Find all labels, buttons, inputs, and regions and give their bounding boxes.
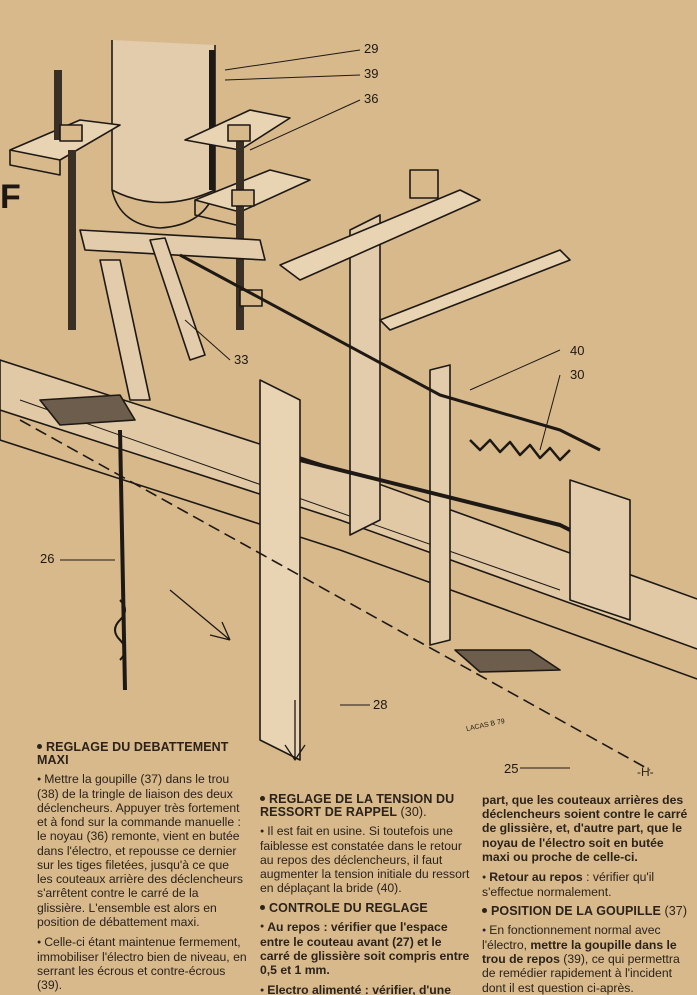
bullet-icon: ● [37, 938, 42, 946]
column-3: part, que les couteaux arrières des décl… [482, 793, 689, 995]
bullet-icon: ● [482, 926, 487, 934]
callout-40: 40 [570, 343, 585, 358]
bullet-icon: ● [260, 923, 265, 931]
bullet-icon: ● [260, 827, 265, 835]
heading-position-goupille: POSITION DE LA GOUPILLE (37) [482, 905, 689, 918]
paragraph-debattement-1: ●Mettre la goupille (37) dans le trou (3… [37, 772, 243, 929]
bullet-icon: ● [260, 986, 265, 994]
column-2: REGLAGE DE LA TENSION DU RESSORT DE RAPP… [260, 793, 474, 995]
heading-controle: CONTROLE DU REGLAGE [260, 901, 474, 915]
paragraph-retour-repos: ●Retour au repos : vérifier qu'il s'effe… [482, 870, 655, 899]
callout-28: 28 [373, 697, 388, 712]
bullet-icon [260, 796, 265, 802]
callout-30: 30 [570, 367, 585, 382]
bullet-icon: ● [37, 775, 42, 783]
paragraph-tension: ●Il est fait en usine. Si toutefois une … [260, 824, 470, 896]
bullet-icon [260, 904, 265, 910]
callout-25: 25 [504, 761, 519, 776]
paragraph-debattement-2: ●Celle-ci étant maintenue fermement, imm… [37, 934, 247, 993]
heading-tension-ressort: REGLAGE DE LA TENSION DU RESSORT DE RAPP… [260, 792, 455, 819]
paragraph-goupille: ●En fonctionnement normal avec l'électro… [482, 923, 680, 995]
bullet-icon [482, 908, 487, 914]
paragraph-au-repos: ●Au repos : vérifier que l'espace entre … [260, 919, 470, 977]
callout-39: 39 [364, 66, 379, 81]
callout-26: 26 [40, 551, 55, 566]
callout-33: 33 [234, 352, 249, 367]
column-1: REGLAGE DU DEBATTEMENT MAXI ●Mettre la g… [37, 741, 247, 995]
bullet-icon: ● [482, 873, 487, 881]
paragraph-electro-alimente: ●Electro alimenté : vérifier, d'une [260, 983, 451, 995]
paragraph-electro-continued: part, que les couteaux arrières des décl… [482, 793, 688, 864]
bullet-icon [37, 744, 42, 750]
fragment-letter-f: F [0, 178, 21, 216]
heading-debattement: REGLAGE DU DEBATTEMENT MAXI [37, 740, 229, 767]
page-marker: -H- [637, 765, 654, 779]
callout-29: 29 [364, 41, 379, 56]
callout-36: 36 [364, 91, 379, 106]
mechanism-illustration [0, 40, 697, 771]
